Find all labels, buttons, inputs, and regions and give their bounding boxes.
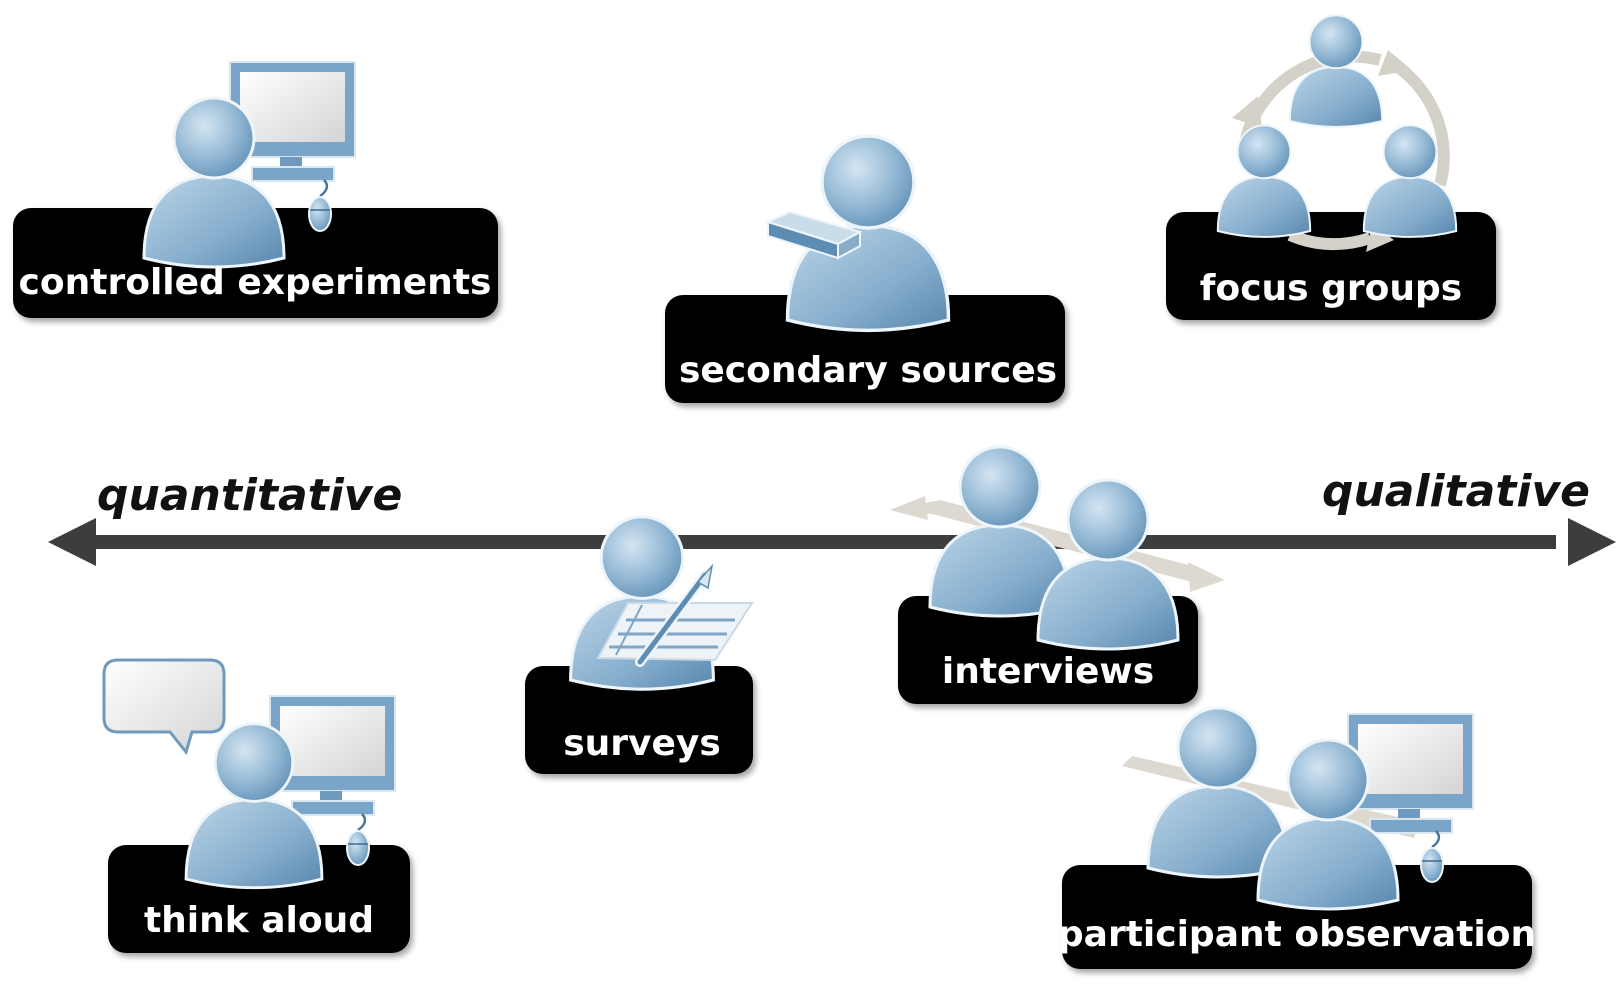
method-think-aloud: think aloud [102, 658, 410, 953]
person-icon [1216, 124, 1312, 238]
quantitative-qualitative-axis [48, 518, 1616, 566]
pen-icon [635, 563, 714, 667]
method-participant-observation: participant observation [1058, 706, 1536, 969]
method-label: surveys [563, 723, 721, 764]
label-box [1062, 865, 1532, 969]
computer-mouse-icon [307, 178, 333, 233]
book-icon [765, 210, 863, 260]
left-arrowhead-icon [48, 518, 96, 566]
label-box [665, 295, 1065, 403]
method-label: participant observation [1058, 914, 1536, 955]
computer-mouse-icon [345, 812, 371, 867]
axis-label-quantitative: quantitative [97, 470, 402, 521]
method-interviews: interviews [890, 445, 1225, 704]
method-label: controlled experiments [19, 262, 492, 303]
method-surveys: surveys [525, 515, 754, 774]
method-label: secondary sources [679, 350, 1057, 391]
right-arrowhead-icon [1568, 518, 1616, 566]
method-controlled-experiments: controlled experiments [13, 61, 498, 318]
method-focus-groups: focus groups [1166, 14, 1496, 320]
computer-mouse-icon [1419, 829, 1445, 884]
axis-label-qualitative: qualitative [1322, 466, 1590, 517]
label-box [525, 666, 753, 774]
speech-bubble-icon [102, 658, 226, 756]
label-box [1166, 212, 1496, 320]
method-label: think aloud [144, 900, 374, 941]
method-secondary-sources: secondary sources [665, 134, 1065, 403]
label-box [108, 845, 410, 953]
survey-form-icon [596, 602, 754, 662]
method-label: focus groups [1200, 268, 1462, 309]
method-label: interviews [942, 651, 1154, 692]
